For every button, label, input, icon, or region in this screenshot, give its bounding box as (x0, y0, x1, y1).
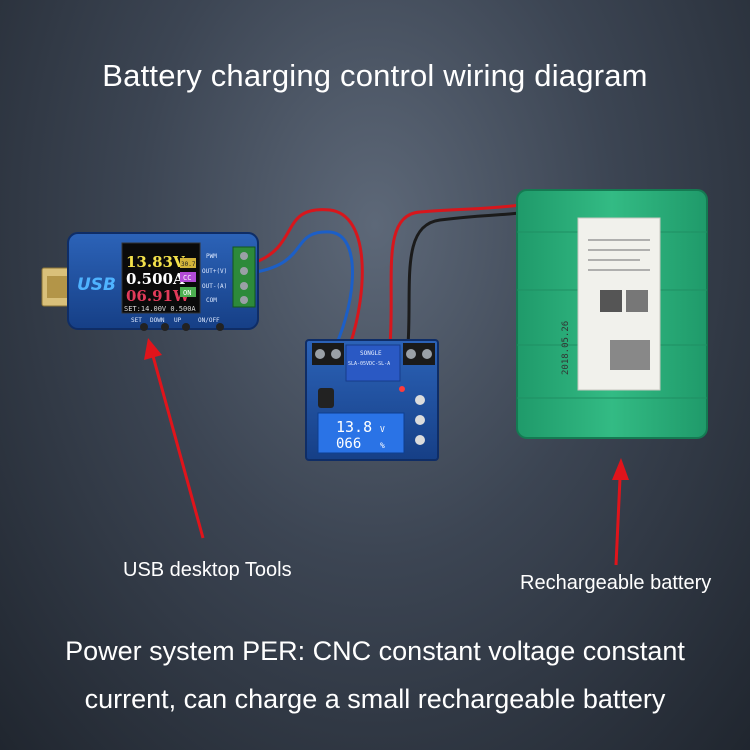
label-usb-desktop-tools: USB desktop Tools (123, 559, 292, 581)
controller-percent-readout: 066 (336, 436, 361, 452)
usb-cc-badge: CC (183, 274, 191, 282)
relay-brand: SONGLE (360, 350, 382, 357)
usb-power-readout: 06.91W (126, 287, 191, 305)
controller-terminal-left (312, 343, 344, 365)
label-rechargeable-battery: Rechargeable battery (520, 572, 712, 594)
diagram-title: Battery charging control wiring diagram (102, 58, 648, 93)
controller-unit-pct: % (380, 441, 385, 450)
usb-button-down: DOWN (150, 317, 165, 324)
relay (345, 344, 401, 382)
wires (255, 203, 521, 346)
red-wire-controller-to-battery (388, 203, 521, 346)
usb-on-badge: ON (183, 289, 191, 297)
usb-desktop-tool: USB 13.83V 0.500A 06.91W 30.7 CC ON SET:… (41, 232, 259, 331)
usb-button-onoff: ON/OFF (198, 317, 220, 324)
arrow-to-usb-tool (144, 338, 205, 539)
usb-temp-badge: 30.7 (181, 261, 196, 268)
controller-terminal-right (403, 343, 435, 365)
rechargeable-battery-pack: 2018.05.26 (516, 189, 708, 439)
controller-unit-v: V (380, 425, 385, 434)
usb-button-set: SET (131, 317, 142, 324)
battery-date: 2018.05.26 (561, 321, 571, 375)
usb-set-line: SET:14.00V 0.500A (124, 305, 196, 313)
blue-wire-usb-to-controller (255, 230, 354, 346)
status-led (399, 386, 405, 392)
charge-controller-board: SONGLE SLA-05VDC-SL-A 13.8 V 066 % (305, 339, 439, 461)
usb-current-readout: 0.500A (126, 270, 185, 288)
controller-lcd (317, 412, 405, 454)
arrows (144, 338, 629, 566)
usb-pin-outa: OUT-(A) (202, 283, 227, 290)
usb-button-up: UP (174, 317, 182, 324)
controller-voltage-readout: 13.8 (336, 418, 372, 436)
black-wire-controller-to-battery (406, 211, 521, 346)
usb-logo: USB (77, 275, 116, 295)
red-wire-usb-to-controller (255, 208, 364, 346)
usb-pin-pwm: PWM (206, 253, 217, 260)
usb-pin-outv: OUT+(V) (202, 268, 227, 275)
usb-pin-com: COM (206, 297, 217, 304)
arrow-to-battery (612, 458, 629, 566)
relay-model: SLA-05VDC-SL-A (348, 361, 390, 367)
footer-line-1: Power system PER: CNC constant voltage c… (65, 636, 685, 666)
usb-voltage-readout: 13.83V (126, 253, 185, 271)
usb-terminal-block (232, 246, 256, 308)
footer-line-2: current, can charge a small rechargeable… (84, 684, 666, 714)
